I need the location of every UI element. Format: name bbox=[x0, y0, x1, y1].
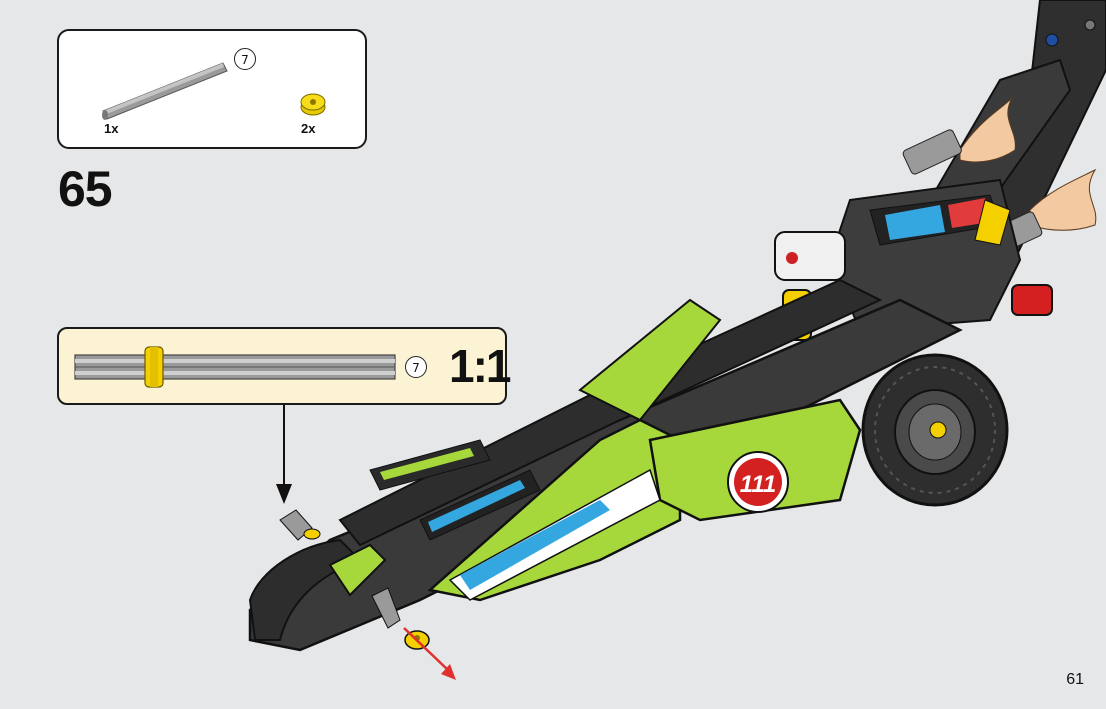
step-number: 65 bbox=[58, 161, 113, 217]
bush-quantity: 2x bbox=[301, 121, 316, 136]
install-direction-arrow bbox=[403, 627, 456, 680]
inserted-axle-top bbox=[279, 509, 321, 541]
axle-actual-size-icon bbox=[74, 354, 396, 380]
callout-axle-art bbox=[74, 346, 396, 388]
race-number-decal: 111 bbox=[727, 451, 789, 513]
callout-length-label: 7 bbox=[405, 356, 427, 378]
parts-list-box: 1x 2x 7 bbox=[57, 29, 367, 149]
page-number: 61 bbox=[1066, 671, 1084, 688]
scale-callout: 7 1:1 bbox=[57, 327, 512, 405]
svg-text:111: 111 bbox=[740, 471, 776, 498]
scale-label: 1:1 bbox=[449, 340, 512, 392]
parts-list-art bbox=[102, 62, 326, 120]
front-nose bbox=[248, 538, 387, 641]
engine-assembly bbox=[774, 178, 1053, 341]
bush-part-icon bbox=[300, 93, 326, 116]
callout-pointer-arrow bbox=[276, 405, 292, 504]
bush-on-axle-icon bbox=[144, 346, 164, 388]
axle-length-label: 7 bbox=[234, 48, 256, 70]
rear-wheel bbox=[861, 353, 1009, 507]
axle-part-icon bbox=[102, 62, 228, 120]
axle-quantity: 1x bbox=[104, 121, 119, 136]
